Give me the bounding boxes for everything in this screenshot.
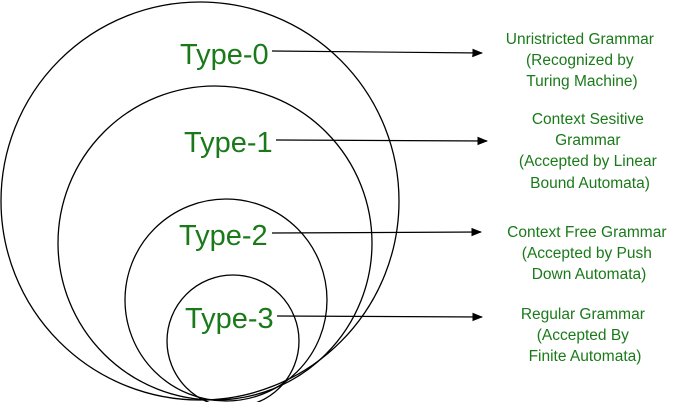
type-3-label: Type-3	[185, 303, 274, 335]
type-3-description-line: (Accepted By	[537, 327, 629, 344]
type-1-description-line: Context Sesitive	[532, 111, 644, 128]
type-2-circle	[124, 198, 328, 402]
type-2-description-line: Down Automata)	[532, 266, 647, 283]
type-3-description: Regular Grammar (Accepted By Finite Auto…	[521, 306, 649, 365]
type-0-description: Unristricted Grammar (Recognized by Turi…	[506, 31, 658, 90]
type-2-description: Context Free Grammar (Accepted by Push D…	[507, 224, 671, 283]
type-2-description-line: Context Free Grammar	[507, 224, 666, 241]
type-2-description-line: (Accepted by Push	[522, 245, 652, 262]
type-0-label: Type-0	[180, 39, 269, 71]
type-1-label: Type-1	[184, 127, 273, 159]
type-2-arrow	[271, 227, 483, 237]
type-0-circle	[0, 1, 400, 401]
type-0-description-line: (Recognized by	[526, 52, 634, 69]
type-3-description-line: Regular Grammar	[521, 306, 645, 323]
type-3-description-line: Finite Automata)	[529, 348, 642, 365]
type-3-arrow	[276, 312, 484, 322]
type-0-description-line: Turing Machine)	[526, 73, 637, 90]
type-1-description: Context Sesitive Grammar (Accepted by Li…	[519, 111, 661, 192]
type-1-description-line: Bound Automata)	[530, 175, 650, 192]
type-0-arrow	[271, 48, 484, 58]
type-1-description-line: (Accepted by Linear	[519, 153, 657, 170]
type-1-description-line: Grammar	[555, 132, 620, 149]
type-1-arrow	[275, 136, 489, 146]
type-2-label: Type-2	[179, 220, 268, 252]
type-0-description-line: Unristricted Grammar	[506, 31, 654, 48]
type-3-circle	[166, 274, 300, 402]
